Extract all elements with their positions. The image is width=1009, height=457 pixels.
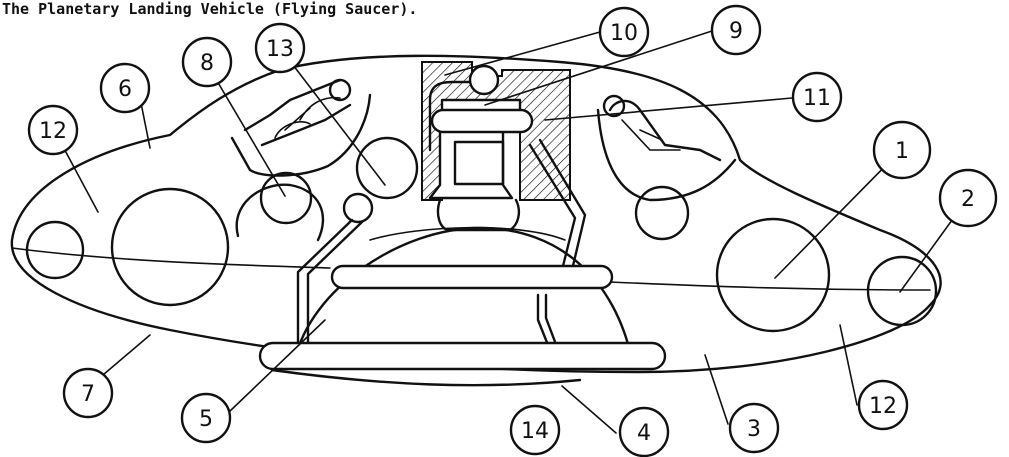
left-crew-head [328, 78, 352, 102]
right-outer-tank [866, 255, 938, 327]
callout-label: 4 [637, 421, 651, 446]
callout-8: 8 [181, 36, 233, 88]
periscope [468, 64, 500, 96]
control-sphere [355, 136, 419, 200]
callout-label: 9 [729, 19, 743, 44]
lower-landing-ring [258, 341, 667, 371]
callout-label: 13 [266, 37, 294, 62]
callout-11: 11 [791, 71, 843, 123]
callout-9: 9 [710, 4, 762, 56]
left-small-tank [259, 171, 313, 225]
upper-landing-ring [330, 264, 614, 290]
left-crew-seat [243, 78, 352, 147]
callout-13: 13 [254, 22, 306, 74]
callout-label: 6 [118, 77, 132, 102]
callout-label: 10 [610, 21, 638, 46]
cabin-floor [230, 93, 372, 177]
callout-label: 14 [521, 419, 549, 444]
dome-rib [369, 226, 566, 241]
right-crew-body [621, 119, 681, 151]
small-ball-valve [342, 192, 374, 224]
callout-label: 1 [895, 139, 909, 164]
left-tank-pocket [235, 183, 325, 242]
callout-label: 5 [199, 407, 213, 432]
callout-3: 3 [728, 402, 780, 454]
landing-dome [293, 226, 634, 362]
left-main-tank [110, 187, 230, 307]
hull-outline [10, 54, 942, 374]
callout-label: 3 [747, 417, 761, 442]
engine-core [453, 140, 505, 186]
equator-line [11, 247, 931, 291]
strut-left-upper [296, 218, 364, 347]
callout-6: 6 [99, 62, 151, 114]
callout-1: 1 [872, 120, 932, 180]
engine-cap [430, 108, 534, 134]
callout-5: 5 [180, 392, 232, 444]
callout-4: 4 [618, 406, 670, 457]
callout-12-right: 12 [857, 379, 909, 431]
control-pipe [428, 80, 472, 152]
strut-right [528, 138, 587, 272]
diagram-title: The Planetary Landing Vehicle (Flying Sa… [2, 0, 418, 18]
callout-7: 7 [62, 367, 114, 419]
callout-12-left: 12 [27, 104, 79, 156]
callout-label: 12 [39, 119, 67, 144]
right-small-tank [634, 185, 690, 241]
callout-10: 10 [598, 6, 650, 58]
left-crew-body [274, 96, 341, 139]
skid-plate [270, 368, 582, 387]
right-crew-head [602, 94, 626, 118]
callout-label: 8 [200, 51, 214, 76]
callout-label: 12 [869, 394, 897, 419]
callout-label: 2 [961, 187, 975, 212]
callout-14: 14 [509, 404, 561, 456]
right-main-tank [715, 217, 831, 333]
right-cabin-floor [596, 108, 737, 202]
engine-nozzle [436, 198, 521, 232]
callout-2: 2 [938, 168, 998, 228]
left-outer-tank [25, 220, 85, 280]
callout-label: 11 [803, 86, 831, 111]
callout-label: 7 [81, 382, 95, 407]
